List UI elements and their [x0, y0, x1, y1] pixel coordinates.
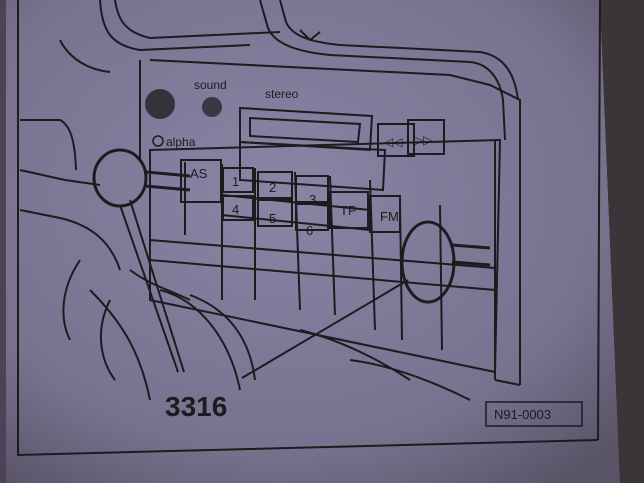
preset-6-label: 6: [306, 223, 313, 238]
preset-3-label: 3: [309, 192, 316, 207]
rewind-icon: ◁◁: [384, 135, 403, 149]
as-button-label: AS: [190, 166, 208, 181]
fm-button-label: FM: [380, 209, 399, 224]
figure-frame: [17, 0, 601, 457]
preset-1-label: 1: [232, 174, 239, 189]
removal-tool-right: [400, 220, 491, 304]
figure-code-box: N91-0003: [485, 401, 583, 427]
lower-console: [62, 259, 471, 401]
tool-number-label: 3316: [165, 391, 227, 422]
fast-forward-icon: ▷▷: [414, 133, 433, 147]
radio-front-panel: [145, 89, 502, 374]
callout-leader-lines: [119, 199, 409, 379]
sound-label: sound: [194, 78, 227, 92]
figure-code-label: N91-0003: [494, 407, 551, 422]
alpha-label: alpha: [166, 135, 196, 149]
alpha-icon: [152, 135, 164, 147]
tp-button-label: TP: [340, 203, 357, 218]
preset-4-label: 4: [232, 202, 239, 217]
preset-2-label: 2: [269, 180, 276, 195]
stereo-label: stereo: [265, 87, 299, 101]
preset-5-label: 5: [269, 211, 276, 226]
